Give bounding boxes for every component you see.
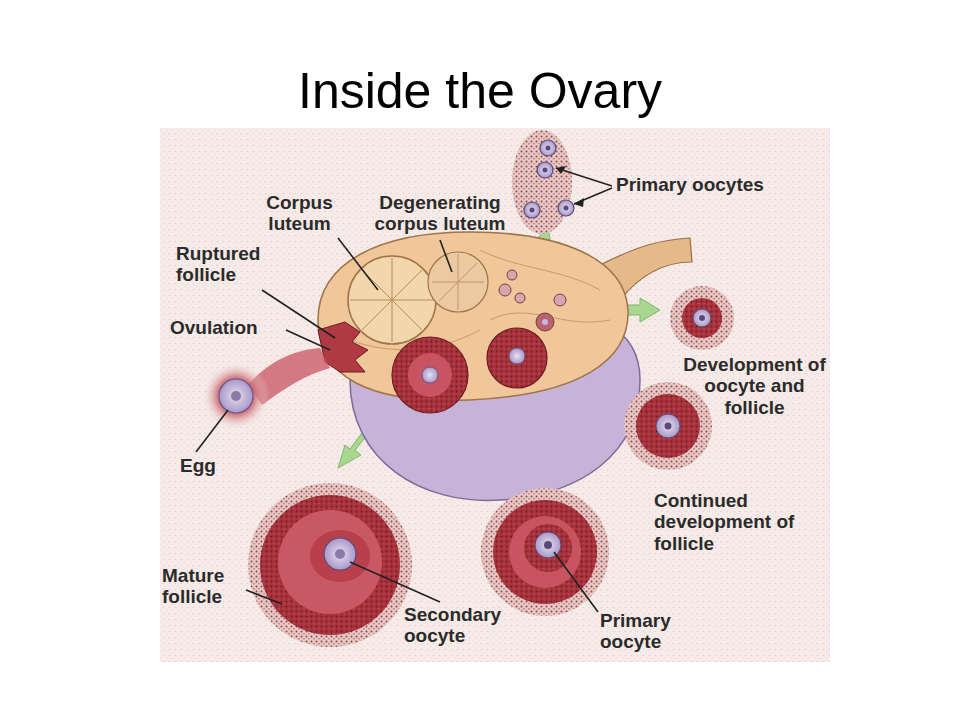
part-label: Development of oocyte and follicle: [672, 354, 837, 418]
part-label: Corpus luteum: [252, 192, 347, 235]
part-label: Mature follicle: [162, 565, 252, 608]
part-label: Secondary oocyte: [404, 604, 509, 647]
part-label: Primary oocyte: [600, 610, 705, 653]
slide-title: Inside the Ovary: [298, 62, 662, 120]
part-label: Ovulation: [170, 317, 290, 338]
part-label: Egg: [180, 455, 240, 476]
part-label: Primary oocytes: [616, 174, 816, 195]
part-label: Ruptured follicle: [176, 243, 296, 286]
part-label: Degenerating corpus luteum: [356, 192, 524, 235]
part-label: Continued development of follicle: [654, 490, 824, 554]
